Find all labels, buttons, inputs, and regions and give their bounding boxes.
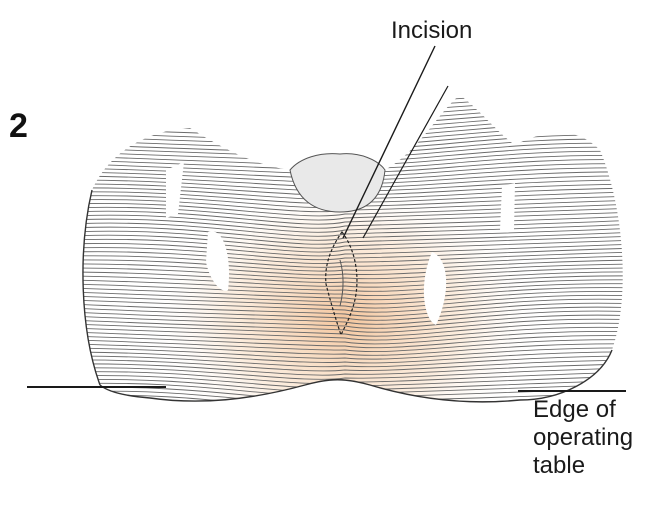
incision-label: Incision xyxy=(391,17,472,45)
hatch-line xyxy=(70,112,640,124)
hatch-line xyxy=(70,108,640,120)
table-edge-label-line-2: operating xyxy=(533,424,665,452)
hatch-line xyxy=(70,127,640,140)
hatch-line xyxy=(70,135,640,148)
table-edge-label-line-3: table xyxy=(533,452,665,480)
hatch-line xyxy=(70,119,640,132)
hatch-line xyxy=(70,115,640,128)
hatch-line xyxy=(70,123,640,136)
hatch-line xyxy=(70,139,640,152)
hatch-line xyxy=(70,92,640,103)
hatch-line xyxy=(70,383,640,396)
hatch-line xyxy=(70,100,640,111)
table-edge-label-line-1: Edge of xyxy=(533,396,665,424)
hatch-line xyxy=(70,96,640,107)
table-edge-label: Edge of operating table xyxy=(533,396,665,480)
figure-number: 2 xyxy=(9,107,28,146)
hatch-line xyxy=(70,104,640,116)
hatch-line xyxy=(70,131,640,144)
right-gap xyxy=(500,183,515,230)
